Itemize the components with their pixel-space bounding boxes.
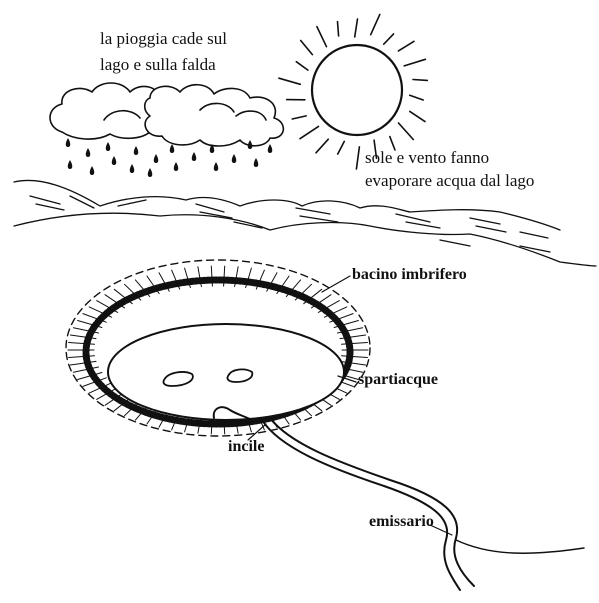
sun-ray [404, 59, 425, 66]
raindrop-icon [68, 160, 73, 169]
watershed-divide-label: spartiacque [358, 371, 438, 389]
evaporation-caption-line1: sole e vento fanno [365, 146, 534, 169]
raindrop-icon [254, 158, 259, 167]
raindrop-icon [106, 142, 111, 151]
raindrop-icon [192, 152, 197, 161]
raindrop-icon [66, 138, 71, 147]
sun-ray [398, 41, 414, 51]
raindrop-icon [214, 162, 219, 171]
rain-caption-line1: la pioggia cade sul [100, 26, 227, 52]
raindrop-icon [86, 148, 91, 157]
outflow-river-label: emissario [369, 513, 434, 531]
sun-ray [356, 147, 359, 169]
sun-ray [399, 123, 414, 140]
sun-ray [338, 141, 345, 154]
rain-caption-line2: lago e sulla falda [100, 52, 227, 78]
raindrop-icon [90, 166, 95, 175]
raindrop-icon [134, 146, 139, 155]
slope-line [70, 361, 96, 365]
raindrop-icon [268, 144, 273, 153]
raindrop-icon [232, 154, 237, 163]
sun-ray [292, 116, 306, 119]
sun-ray [371, 14, 380, 34]
raindrop-icon [174, 162, 179, 171]
raindrop-icon [170, 144, 175, 153]
raindrop-icon [112, 156, 117, 165]
sun-ray [338, 22, 339, 36]
cloud-icon [50, 83, 283, 146]
lake [108, 324, 344, 420]
hills-drawing [14, 180, 596, 266]
sun-ray [384, 34, 394, 44]
sun-ray [279, 78, 300, 84]
raindrop-icon [154, 154, 159, 163]
sun-ray [413, 80, 427, 81]
slope-line [342, 356, 368, 358]
catchment-label: bacino imbrifero [352, 266, 467, 284]
sun-ray [355, 19, 358, 37]
raindrop-group [66, 138, 273, 177]
sun-ray [316, 139, 328, 153]
sun-ray [296, 62, 308, 70]
sun-ray [317, 27, 327, 47]
raindrop-icon [130, 164, 135, 173]
slope-line [340, 361, 366, 365]
raindrop-icon [148, 168, 153, 177]
sun-ray [410, 111, 425, 121]
evaporation-caption: sole e vento fanno evaporare acqua dal l… [365, 146, 534, 192]
rain-caption: la pioggia cade sul lago e sulla falda [100, 26, 227, 78]
sun-ray [300, 126, 319, 138]
slope-line [69, 356, 95, 358]
sun-ray [301, 41, 313, 55]
sun-ray [410, 95, 424, 100]
evaporation-caption-line2: evaporare acqua dal lago [365, 169, 534, 192]
lake-outlet-label: incile [228, 438, 264, 456]
outflow-river [262, 418, 584, 590]
